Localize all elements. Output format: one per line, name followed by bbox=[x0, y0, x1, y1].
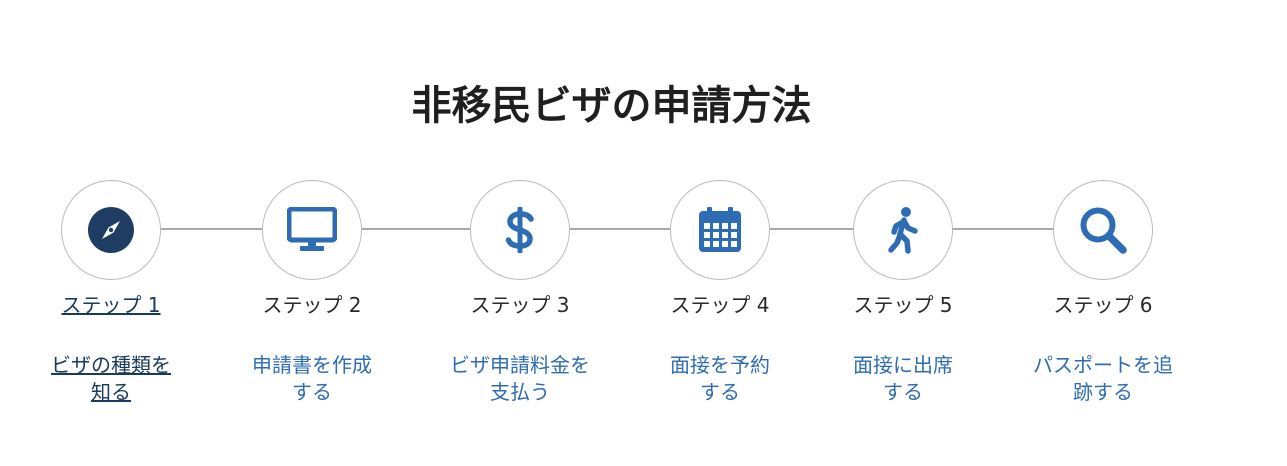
step-connector-line bbox=[769, 228, 854, 230]
step-4-link-line1: 面接を予約 bbox=[670, 353, 770, 377]
step-3: ステップ 3 ビザ申請料金を 支払う bbox=[400, 180, 640, 406]
step-connector-line bbox=[952, 228, 1054, 230]
step-3-link-line2: 支払う bbox=[490, 380, 550, 404]
step-3-label: ステップ 3 bbox=[470, 293, 570, 317]
monitor-icon bbox=[287, 207, 337, 251]
step-4-icon-circle[interactable] bbox=[670, 180, 770, 280]
walking-person-icon bbox=[888, 207, 918, 254]
step-3-link[interactable]: ビザ申請料金を 支払う bbox=[445, 352, 595, 406]
step-6: ステップ 6 パスポートを追 跡する bbox=[983, 180, 1223, 406]
step-5-link-line2: する bbox=[883, 380, 923, 404]
step-6-label: ステップ 6 bbox=[1053, 293, 1153, 317]
step-2: ステップ 2 申請書を作成 する bbox=[192, 180, 432, 406]
step-connector-line bbox=[569, 228, 671, 230]
step-1-label[interactable]: ステップ 1 bbox=[61, 293, 161, 317]
page-title: 非移民ビザの申請方法 bbox=[411, 83, 812, 129]
step-1-link[interactable]: ビザの種類を 知る bbox=[36, 352, 186, 406]
step-5-label: ステップ 5 bbox=[853, 293, 953, 317]
step-connector-line bbox=[161, 228, 262, 230]
step-4-link[interactable]: 面接を予約 する bbox=[645, 352, 795, 406]
step-1-link-line1: ビザの種類を bbox=[51, 353, 171, 377]
calendar-icon bbox=[699, 207, 741, 252]
step-1: ステップ 1 ビザの種類を 知る bbox=[0, 180, 231, 406]
step-4-label: ステップ 4 bbox=[670, 293, 770, 317]
step-2-label: ステップ 2 bbox=[262, 293, 362, 317]
step-6-link[interactable]: パスポートを追 跡する bbox=[1028, 352, 1178, 406]
step-4-link-line2: する bbox=[700, 380, 740, 404]
step-5: ステップ 5 面接に出席 する bbox=[783, 180, 1023, 406]
step-5-icon-circle[interactable] bbox=[853, 180, 953, 280]
step-2-link-line2: する bbox=[292, 380, 332, 404]
step-2-icon-circle[interactable] bbox=[262, 180, 362, 280]
search-icon bbox=[1080, 207, 1127, 254]
step-1-link-line2: 知る bbox=[91, 380, 131, 404]
step-5-link[interactable]: 面接に出席 する bbox=[828, 352, 978, 406]
compass-icon bbox=[88, 207, 134, 253]
step-3-icon-circle[interactable] bbox=[470, 180, 570, 280]
step-1-icon-circle[interactable] bbox=[61, 180, 161, 280]
step-4: ステップ 4 面接を予約 する bbox=[600, 180, 840, 406]
step-6-link-line2: 跡する bbox=[1073, 380, 1133, 404]
step-5-link-line1: 面接に出席 bbox=[853, 353, 953, 377]
step-connector-line bbox=[361, 228, 471, 230]
step-2-link-line1: 申請書を作成 bbox=[252, 353, 372, 377]
step-6-link-line1: パスポートを追 bbox=[1033, 353, 1173, 377]
step-2-link[interactable]: 申請書を作成 する bbox=[237, 352, 387, 406]
step-6-icon-circle[interactable] bbox=[1053, 180, 1153, 280]
step-3-link-line1: ビザ申請料金を bbox=[450, 353, 590, 377]
dollar-icon bbox=[505, 207, 534, 253]
